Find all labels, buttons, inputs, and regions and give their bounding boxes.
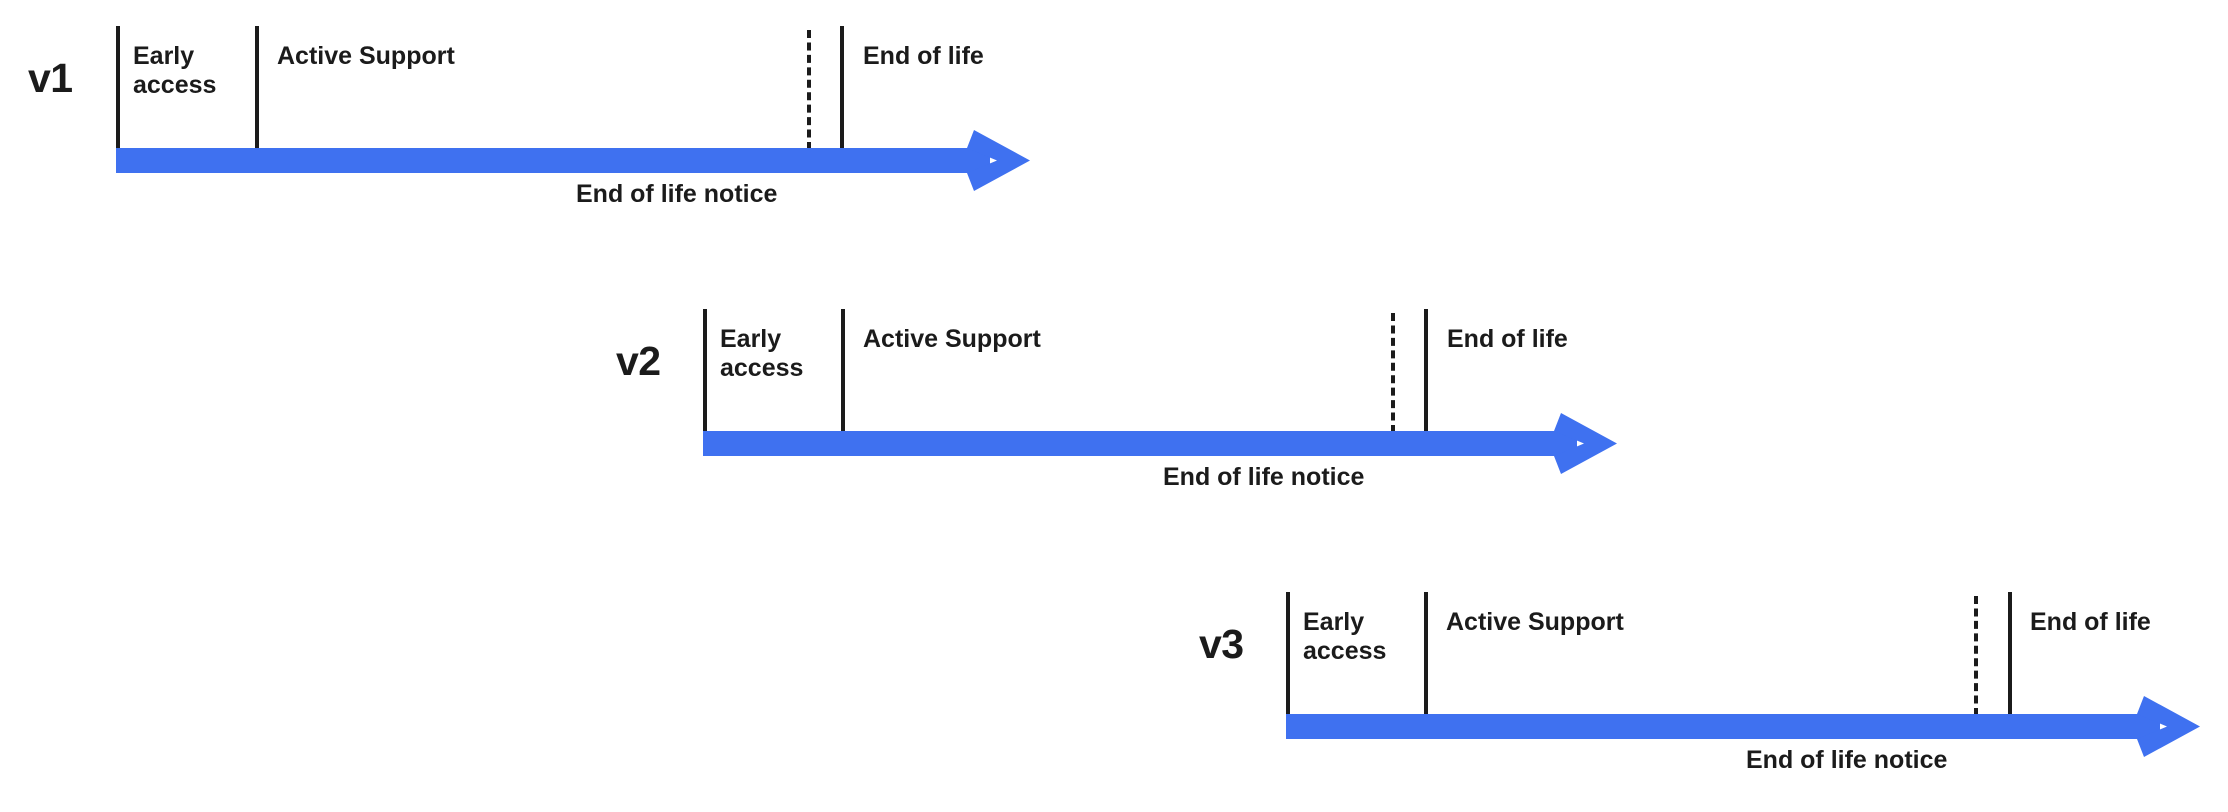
divider-end-of-life-v1 <box>840 26 844 150</box>
phase-label-active-support-v1: Active Support <box>277 42 455 70</box>
version-label-v3: v3 <box>1199 621 1244 667</box>
phase-label-active-support-v2: Active Support <box>863 325 1041 353</box>
divider-end-of-life-v2 <box>1424 309 1428 433</box>
dashed-marker-eol-notice-v1 <box>807 30 811 150</box>
phase-label-end-of-life-v3: End of life <box>2030 608 2151 636</box>
lifecycle-arrow-bar-v3 <box>1286 714 2160 739</box>
divider-end-of-life-v3 <box>2008 592 2012 716</box>
lifecycle-arrow-bar-v2 <box>703 431 1577 456</box>
phase-label-early-access-v2: Early access <box>720 325 804 382</box>
divider-start-v1 <box>116 26 120 150</box>
dashed-marker-eol-notice-v3 <box>1974 596 1978 716</box>
phase-label-active-support-v3: Active Support <box>1446 608 1624 636</box>
dashed-marker-eol-notice-v2 <box>1391 313 1395 433</box>
divider-early-access-end-v2 <box>841 309 845 433</box>
timeline-row-v1: v1 Early access Active Support End of li… <box>0 0 2228 240</box>
version-label-v1: v1 <box>28 55 73 101</box>
divider-early-access-end-v3 <box>1424 592 1428 716</box>
notice-caption-v1: End of life notice <box>576 180 778 208</box>
timeline-row-v2: v2 Early access Active Support End of li… <box>0 283 2228 523</box>
arrow-head-icon-v1 <box>967 130 1030 191</box>
lifecycle-arrow-bar-v1 <box>116 148 990 173</box>
phase-label-early-access-v3: Early access <box>1303 608 1387 665</box>
phase-label-end-of-life-v2: End of life <box>1447 325 1568 353</box>
version-label-v2: v2 <box>616 338 661 384</box>
divider-early-access-end-v1 <box>255 26 259 150</box>
phase-label-end-of-life-v1: End of life <box>863 42 984 70</box>
divider-start-v2 <box>703 309 707 433</box>
arrow-head-icon-v2 <box>1554 413 1617 474</box>
phase-label-early-access-v1: Early access <box>133 42 217 99</box>
notice-caption-v3: End of life notice <box>1746 746 1948 774</box>
notice-caption-v2: End of life notice <box>1163 463 1365 491</box>
divider-start-v3 <box>1286 592 1290 716</box>
timeline-row-v3: v3 Early access Active Support End of li… <box>0 566 2228 806</box>
arrow-head-icon-v3 <box>2137 696 2200 757</box>
